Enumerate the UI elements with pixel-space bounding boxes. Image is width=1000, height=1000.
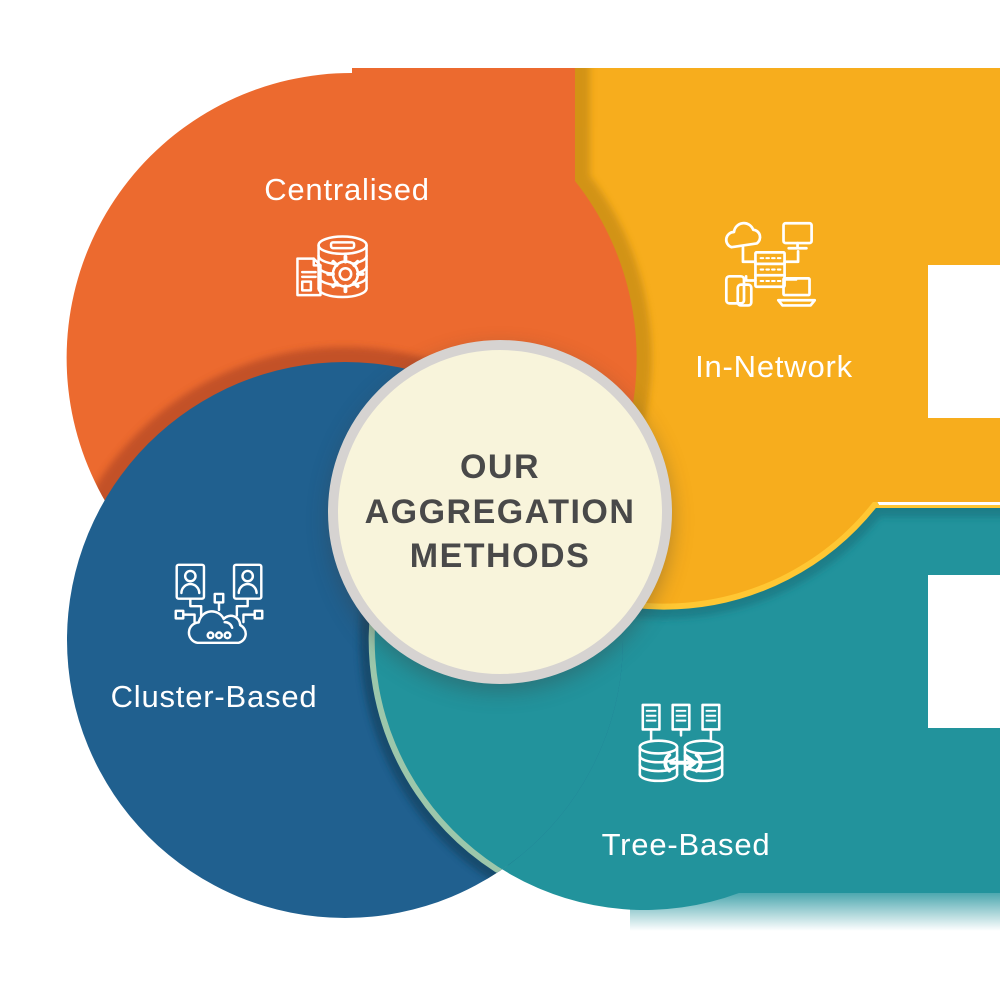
teal-fade-edge	[630, 891, 1000, 931]
page-title: OUR AGGREGATION METHODS	[364, 447, 636, 576]
network-devices-icon	[718, 216, 822, 320]
users-cloud-icon	[172, 562, 266, 656]
database-transfer-icon	[632, 702, 730, 800]
label-cluster-based: Cluster-Based	[110, 679, 318, 714]
database-gear-icon	[284, 226, 380, 322]
label-tree-based: Tree-Based	[601, 827, 771, 862]
center-circle: OUR AGGREGATION METHODS	[328, 340, 672, 684]
label-in-network: In-Network	[695, 349, 853, 384]
label-centralised: Centralised	[264, 172, 430, 207]
